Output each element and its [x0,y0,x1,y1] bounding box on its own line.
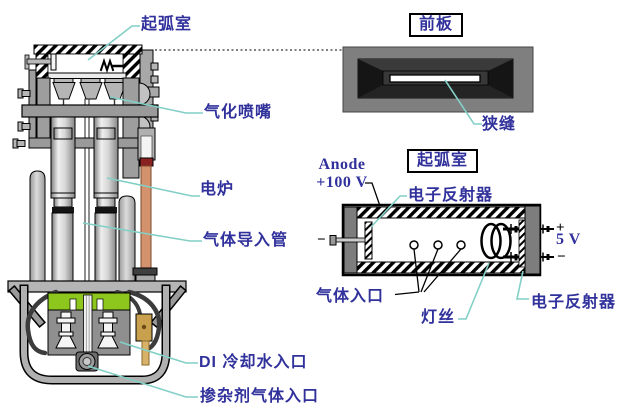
label-vaporizer-nozzle: 气化喷嘴 [204,104,273,121]
label-gas-inlet-tube: 气体导入管 [203,232,289,249]
label-gas-inlet: 气体入口 [316,288,385,305]
anode-line2: +100 V [316,174,368,192]
gas-inlet-hole [456,240,466,250]
front-panel-title: 前板 [409,13,464,38]
leader-lines-black [365,182,462,296]
arc-chamber-title: 起弧室 [407,149,479,174]
gas-inlet-hole [409,240,419,250]
label-furnace: 电炉 [200,181,235,198]
anode-line1: Anode [318,156,366,173]
label-arc-chamber-left: 起弧室 [141,16,193,33]
front-panel-drawing [342,46,534,113]
label-filament: 灯丝 [421,309,456,326]
label-voltage: 5 V [556,231,581,248]
label-slit: 狭缝 [482,116,517,133]
plus-sign: + [556,220,565,236]
label-dopant-gas-inlet: 掺杂剂气体入口 [200,388,320,405]
electron-reflector-plate-right [518,219,526,268]
minus-sign-left: − [317,232,326,248]
label-electron-reflector-right: 电子反射器 [531,294,617,311]
leader-lines-teal [82,25,529,398]
label-electron-reflector-top: 电子反射器 [408,187,494,204]
filament-coil [480,222,512,260]
gas-inlet-hole [433,240,443,250]
label-di-water-inlet: DI 冷却水入口 [199,354,308,371]
label-anode: Anode +100 V [310,156,374,193]
minus-sign-right: − [557,249,566,265]
arc-chamber-drawing [329,203,554,277]
electron-reflector-plate-left [364,221,373,260]
left-assembly-drawing [7,44,187,385]
